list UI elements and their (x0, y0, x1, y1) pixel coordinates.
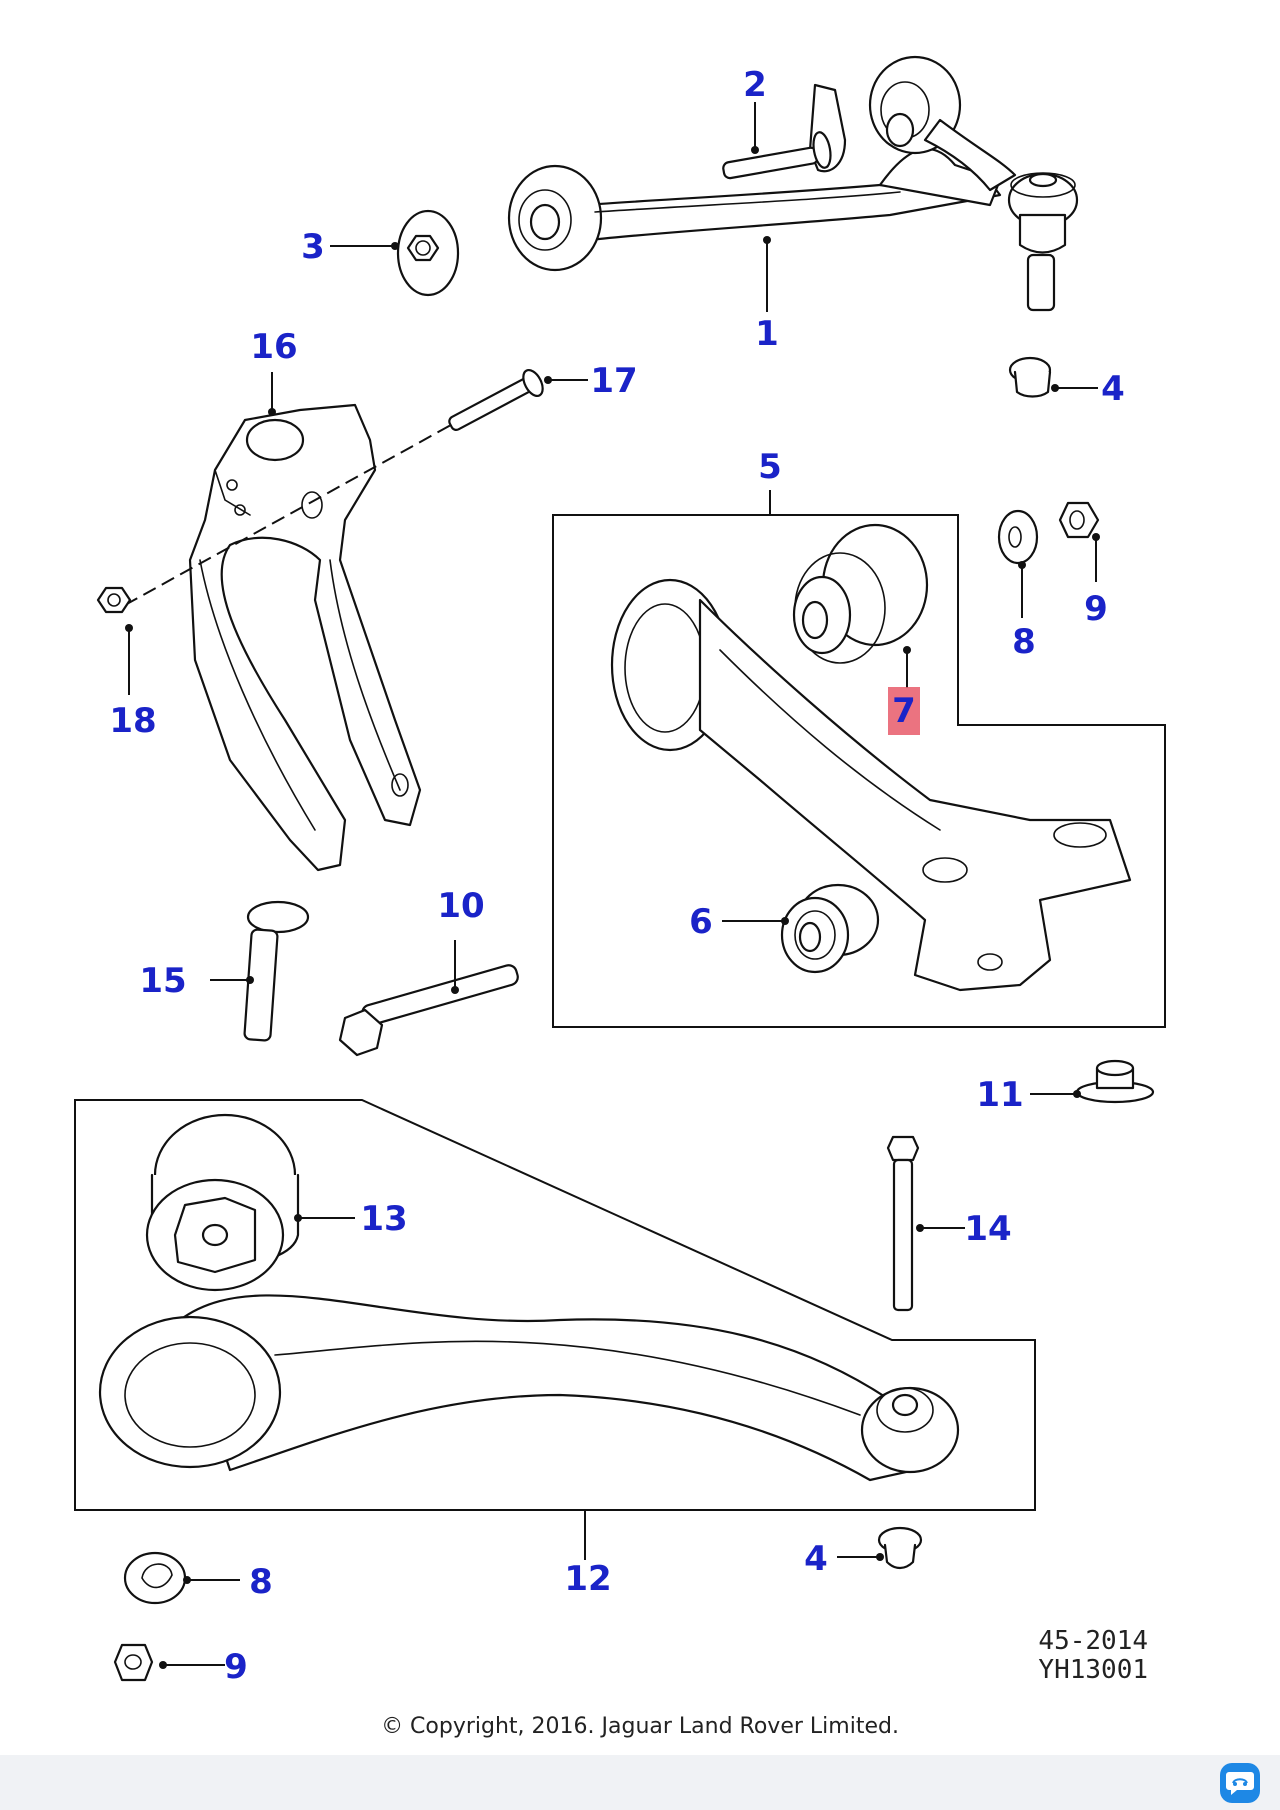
callout-8-right: 8 (1012, 622, 1036, 662)
washer-nut (396, 209, 460, 297)
suspension-parts-diagram: 1 2 3 4 5 6 7 8 9 10 11 12 13 14 15 16 1… (74, 55, 1166, 1687)
callout-13: 13 (360, 1199, 407, 1239)
washer-right (997, 509, 1039, 565)
lower-arm-12 (98, 1294, 960, 1482)
callout-9-lower: 9 (224, 1647, 248, 1687)
bushing-13 (145, 1113, 300, 1292)
flange-nut-11 (1075, 1059, 1155, 1104)
drawing-code-line1: 45-2014 (1038, 1626, 1148, 1656)
callout-5: 5 (758, 447, 782, 487)
callout-10: 10 (437, 886, 484, 926)
lower-arm (610, 578, 1132, 992)
long-bolt (448, 368, 544, 431)
upper-control-arm (507, 55, 1079, 312)
callout-9-right: 9 (1084, 589, 1108, 629)
bottom-toolbar (0, 1755, 1280, 1810)
bushing-6 (780, 883, 880, 974)
assembly-box-5 (552, 514, 1166, 1028)
callout-labels: 1 2 3 4 5 6 7 8 9 10 11 12 13 14 15 16 1… (109, 65, 1125, 1687)
callout-4-lower: 4 (804, 1539, 828, 1579)
callout-1: 1 (755, 314, 779, 354)
callout-3: 3 (301, 227, 325, 267)
callout-7: 7 (892, 691, 916, 731)
callout-2: 2 (743, 65, 767, 105)
mounting-bracket (188, 403, 422, 872)
callout-18: 18 (109, 701, 156, 741)
nut-lower (113, 1643, 154, 1682)
callout-11: 11 (976, 1075, 1023, 1115)
assembly-box-12 (74, 1099, 1036, 1511)
hex-bolt-10 (338, 964, 519, 1057)
chat-button[interactable] (1220, 1763, 1260, 1803)
callout-8-lower: 8 (249, 1562, 273, 1602)
leader-lines (125, 102, 1100, 1669)
drawing-code-line2: YH13001 (1038, 1655, 1148, 1685)
nut-right (1058, 501, 1100, 539)
callout-6: 6 (689, 902, 713, 942)
flange-bolt-15 (243, 900, 310, 1042)
callout-15: 15 (139, 961, 186, 1001)
callout-7-highlight (888, 687, 920, 735)
callout-4-top: 4 (1101, 369, 1125, 409)
chat-bubble-icon (1226, 1772, 1254, 1795)
copyright-notice: © Copyright, 2016. Jaguar Land Rover Lim… (381, 1714, 899, 1739)
callout-12: 12 (564, 1559, 611, 1599)
washer-lower (123, 1551, 187, 1605)
flange-nut-top (1008, 356, 1052, 398)
callout-17: 17 (590, 361, 637, 401)
pivot-bolt (722, 83, 847, 180)
bushing-7 (792, 523, 929, 664)
flange-nut-lower (877, 1526, 923, 1570)
long-bolt-14 (886, 1135, 920, 1312)
hex-nut-left (96, 586, 132, 614)
callout-16: 16 (250, 327, 297, 367)
callout-14: 14 (964, 1209, 1011, 1249)
bolt-axis-line (124, 419, 461, 606)
